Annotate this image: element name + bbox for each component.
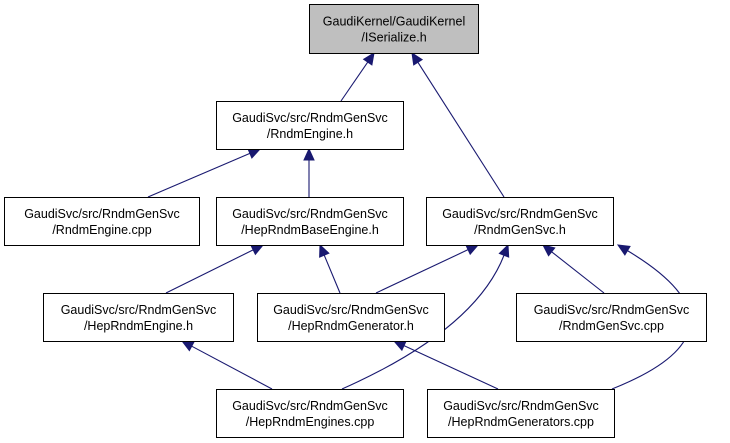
edge-heprndmengines_cpp-to-heprndmengine_h	[180, 340, 273, 390]
edge-line	[551, 251, 605, 294]
arrowhead-icon	[250, 244, 265, 256]
node-heprndmengine_h[interactable]: GaudiSvc/src/RndmGenSvc/HepRndmEngine.h	[43, 293, 234, 342]
edge-heprndmgenerators_cpp-to-heprndmgenerator_h	[392, 340, 499, 390]
edge-heprndmgenerator_h-to-rndmgensvc_h	[375, 244, 480, 294]
edge-line	[147, 152, 251, 198]
node-rndmgensvc_h[interactable]: GaudiSvc/src/RndmGenSvc/RndmGenSvc.h	[426, 197, 614, 246]
edge-heprndmengine_h-to-heprndmbaseengine_h	[165, 244, 265, 294]
node-box	[216, 197, 404, 246]
nodes-layer: GaudiKernel/GaudiKernel/ISerialize.hGaud…	[4, 4, 707, 438]
node-label-file: /RndmGenSvc.cpp	[559, 319, 664, 333]
node-rndmengine_cpp[interactable]: GaudiSvc/src/RndmGenSvc/RndmEngine.cpp	[4, 197, 200, 246]
arrowhead-icon	[465, 244, 480, 256]
arrowhead-icon	[247, 148, 262, 159]
node-label-path: GaudiSvc/src/RndmGenSvc	[273, 303, 429, 317]
edge-line	[340, 61, 369, 102]
edge-line	[375, 249, 469, 294]
arrowhead-icon	[303, 147, 315, 161]
arrowhead-icon	[180, 340, 195, 352]
arrowhead-icon	[319, 243, 330, 258]
node-box	[43, 293, 234, 342]
node-label-file: /HepRndmBaseEngine.h	[241, 223, 379, 237]
node-box	[427, 389, 615, 438]
node-label-path: GaudiSvc/src/RndmGenSvc	[232, 399, 388, 413]
edge-line	[341, 255, 505, 390]
edge-line	[403, 345, 499, 390]
edge-rndmgensvc_h-to-iserialize	[411, 51, 505, 198]
node-label-path: GaudiSvc/src/RndmGenSvc	[443, 399, 599, 413]
node-box	[4, 197, 200, 246]
edge-line	[323, 254, 341, 294]
node-label-file: /ISerialize.h	[361, 31, 426, 45]
edge-rndmengine_cpp-to-rndmengine_h	[147, 148, 262, 198]
arrowhead-icon	[411, 51, 424, 66]
node-heprndmgenerators_cpp[interactable]: GaudiSvc/src/RndmGenSvc/HepRndmGenerator…	[427, 389, 615, 438]
node-label-path: GaudiSvc/src/RndmGenSvc	[534, 303, 690, 317]
node-label-path: GaudiSvc/src/RndmGenSvc	[61, 303, 217, 317]
edge-rndmgensvc_cpp-to-rndmgensvc_h	[542, 244, 605, 294]
edges-layer	[147, 51, 691, 390]
node-label-file: /HepRndmEngine.h	[84, 319, 193, 333]
node-heprndmbaseengine_h[interactable]: GaudiSvc/src/RndmGenSvc/HepRndmBaseEngin…	[216, 197, 404, 246]
node-label-file: /RndmEngine.cpp	[52, 223, 151, 237]
node-label-path: GaudiKernel/GaudiKernel	[323, 15, 465, 29]
node-label-file: /HepRndmGenerator.h	[288, 319, 414, 333]
node-rndmgensvc_cpp[interactable]: GaudiSvc/src/RndmGenSvc/RndmGenSvc.cpp	[516, 293, 707, 342]
node-iserialize[interactable]: GaudiKernel/GaudiKernel/ISerialize.h	[309, 4, 479, 54]
node-label-path: GaudiSvc/src/RndmGenSvc	[24, 207, 180, 221]
node-label-path: GaudiSvc/src/RndmGenSvc	[442, 207, 598, 221]
node-label-file: /HepRndmGenerators.cpp	[448, 415, 594, 429]
node-heprndmgenerator_h[interactable]: GaudiSvc/src/RndmGenSvc/HepRndmGenerator…	[257, 293, 445, 342]
arrowhead-icon	[392, 340, 407, 352]
node-box	[516, 293, 707, 342]
edge-line	[165, 249, 254, 294]
node-label-file: /RndmEngine.h	[267, 127, 353, 141]
edge-heprndmgenerator_h-to-heprndmbaseengine_h	[319, 243, 341, 294]
node-heprndmengines_cpp[interactable]: GaudiSvc/src/RndmGenSvc/HepRndmEngines.c…	[216, 389, 404, 438]
node-label-path: GaudiSvc/src/RndmGenSvc	[232, 207, 388, 221]
arrowhead-icon	[616, 244, 631, 256]
node-label-file: /RndmGenSvc.h	[474, 223, 566, 237]
node-box	[216, 101, 404, 150]
node-box	[216, 389, 404, 438]
node-label-file: /HepRndmEngines.cpp	[246, 415, 375, 429]
node-box	[257, 293, 445, 342]
arrowhead-icon	[498, 243, 510, 258]
node-box	[309, 4, 479, 54]
edge-line	[191, 345, 273, 390]
edge-heprndmbaseengine_h-to-rndmengine_h	[303, 147, 315, 197]
node-label-path: GaudiSvc/src/RndmGenSvc	[232, 111, 388, 125]
edge-heprndmengines_cpp-to-rndmgensvc_h	[341, 243, 510, 390]
edge-rndmengine_h-to-iserialize	[340, 52, 375, 102]
node-rndmengine_h[interactable]: GaudiSvc/src/RndmGenSvc/RndmEngine.h	[216, 101, 404, 150]
edge-line	[417, 61, 505, 198]
arrowhead-icon	[542, 244, 556, 257]
node-box	[426, 197, 614, 246]
arrowhead-icon	[362, 52, 375, 66]
